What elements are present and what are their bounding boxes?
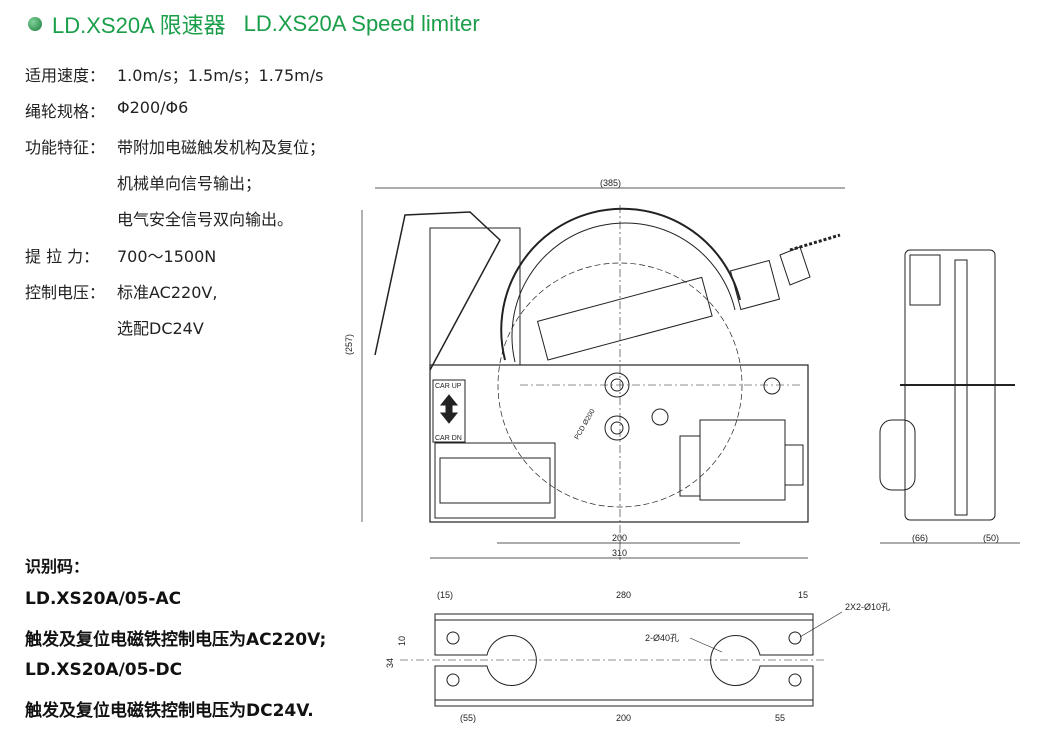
spec-value: 700～1500N: [117, 247, 217, 266]
car-dn-label: CAR DN: [435, 435, 462, 442]
side-view: (66) (50): [879, 249, 1020, 544]
big-holes-label: 2-Ø40孔: [645, 633, 679, 643]
spec-value: 标准AC220V,: [117, 283, 218, 302]
spec-value: 电气安全信号双向输出。: [117, 210, 294, 229]
dim-200: 200: [612, 533, 627, 543]
dim-385: (385): [600, 178, 621, 188]
dim-280: 280: [616, 590, 631, 600]
bullet-icon: [28, 17, 42, 31]
dim-15-right: 15: [798, 590, 808, 600]
spec-label: 适用速度：: [25, 66, 106, 85]
page-title: LD.XS20A 限速器 LD.XS20A Speed limiter: [28, 8, 480, 40]
code-line: 触发及复位电磁铁控制电压为AC220V;: [25, 630, 327, 650]
spec-label: 控制电压：: [25, 283, 106, 302]
dim-15-left: (15): [437, 590, 453, 600]
dim-257: (257): [344, 334, 354, 355]
title-en: LD.XS20A Speed limiter: [243, 11, 480, 36]
spec-label: 绳轮规格：: [25, 102, 106, 121]
code-line: LD.XS20A/05-AC: [25, 589, 182, 609]
dim-10: 10: [397, 636, 407, 646]
base-plate-view: (15) 280 15 2X2-Ø10孔 2-Ø40孔 34 10 (55) 2…: [385, 590, 890, 723]
spec-value: 带附加电磁触发机构及复位；: [117, 138, 326, 157]
spec-value: 机械单向信号输出；: [117, 174, 262, 193]
dim-200-base: 200: [616, 713, 631, 723]
dim-66: (66): [912, 533, 928, 543]
small-holes-label: 2X2-Ø10孔: [845, 602, 890, 612]
dim-310: 310: [612, 548, 627, 558]
front-view: (385) (257) CAR UP CAR DN PCD Ø200 200 3…: [344, 178, 845, 560]
spec-value: 选配DC24V: [117, 319, 204, 338]
dim-55-left: (55): [460, 713, 476, 723]
car-up-label: CAR UP: [435, 383, 462, 390]
title-cn: LD.XS20A 限速器: [52, 13, 226, 38]
code-line: LD.XS20A/05-DC: [25, 660, 183, 680]
spec-label: 功能特征：: [25, 138, 106, 157]
spec-label: 提 拉 力：: [25, 247, 100, 266]
code-line: 触发及复位电磁铁控制电压为DC24V.: [25, 701, 314, 721]
spec-value: Φ200/Φ6: [117, 98, 189, 117]
up-down-arrow-icon: [439, 394, 459, 424]
spec-value: 1.0m/s；1.5m/s；1.75m/s: [117, 66, 324, 85]
dim-50: (50): [983, 533, 999, 543]
pcd-label: PCD Ø200: [574, 408, 597, 441]
codes-heading: 识别码：: [25, 557, 90, 576]
dim-55-right: 55: [775, 713, 785, 723]
dim-34: 34: [385, 658, 395, 668]
